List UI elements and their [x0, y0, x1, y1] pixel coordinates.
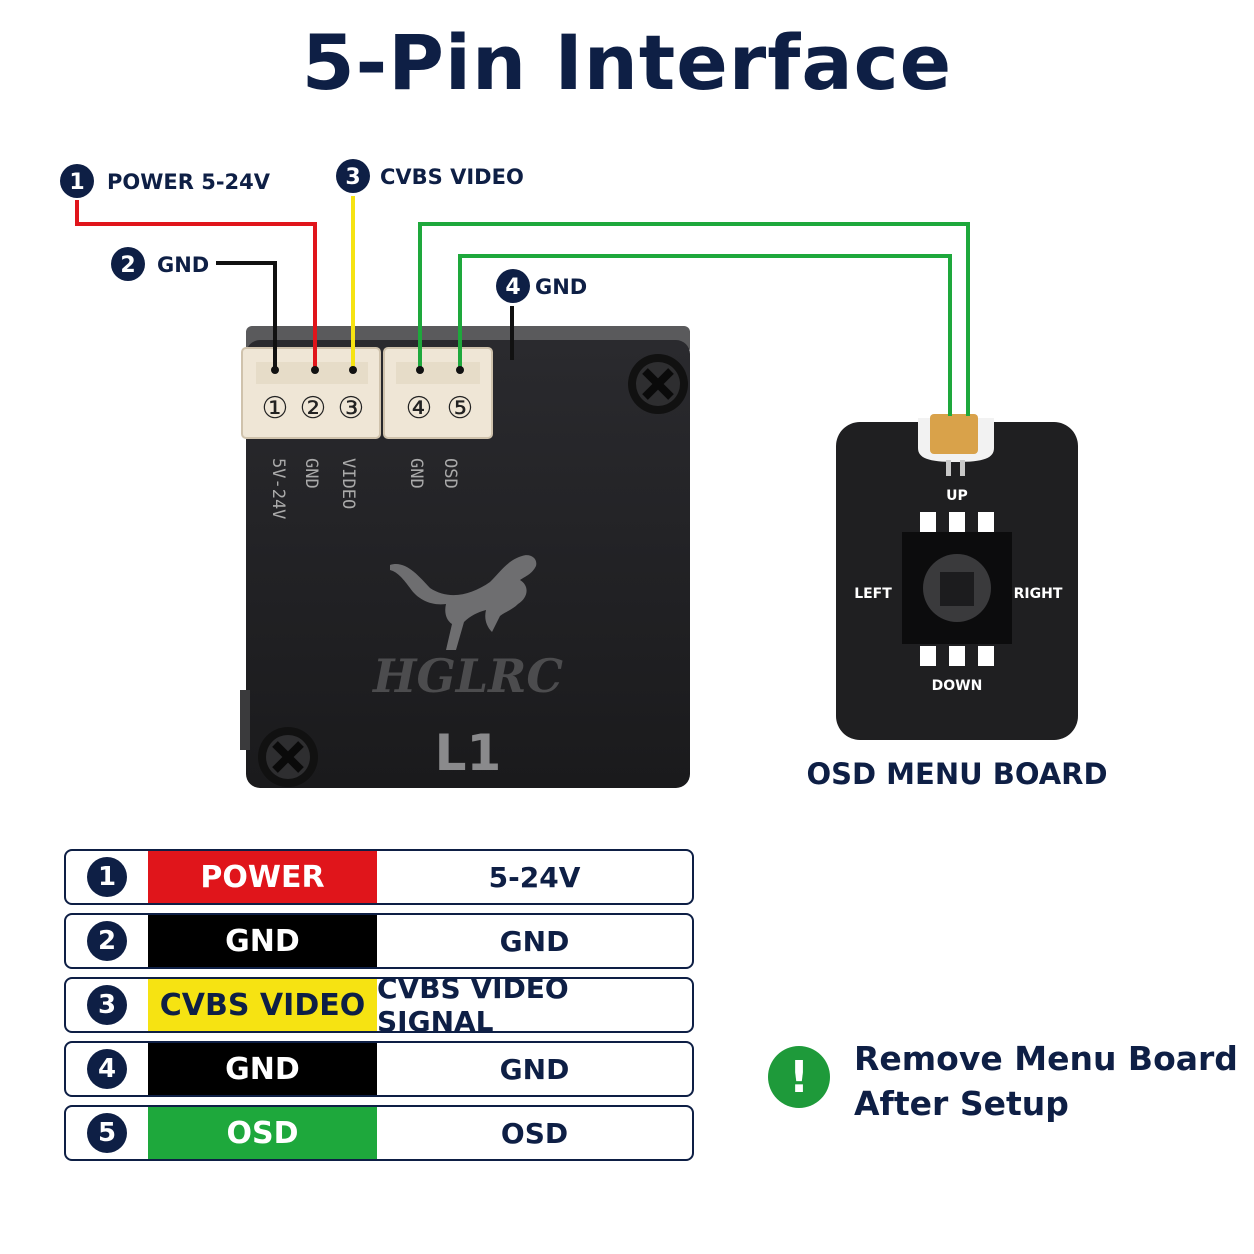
row-5-number: 5	[87, 1113, 127, 1153]
connector-number-3: ③	[338, 391, 365, 426]
callout-4: 4 GND	[496, 269, 587, 303]
pin-table-row-3: 3 CVBS VIDEO CVBS VIDEO SIGNAL	[64, 977, 694, 1033]
callout-2-label: GND	[157, 253, 209, 277]
pin-label-5: OSD	[440, 458, 460, 489]
pin-label-2: GND	[301, 458, 321, 489]
dinosaur-logo-icon	[390, 555, 537, 650]
callout-2-number: 2	[120, 253, 135, 278]
pin-table-row-2: 2 GND GND	[64, 913, 694, 969]
osd-left-label: LEFT	[854, 586, 892, 602]
row-2-name: GND	[148, 915, 377, 967]
module-body	[246, 340, 690, 788]
row-2-number: 2	[87, 921, 127, 961]
row-1-number: 1	[87, 857, 127, 897]
callout-1-label: POWER 5-24V	[107, 170, 271, 194]
screw-top-right-icon	[628, 354, 688, 414]
setup-notice: ! Remove Menu Board After Setup	[768, 1036, 1238, 1136]
connector-number-1: ①	[262, 391, 289, 426]
osd-menu-board: UP DOWN LEFT RIGHT OSD MENU BOARD	[806, 414, 1108, 791]
screw-bottom-left-icon	[258, 727, 318, 787]
wires	[75, 196, 970, 416]
callout-1-number: 1	[69, 170, 84, 195]
row-1-value: 5-24V	[488, 860, 581, 894]
row-3-number: 3	[87, 985, 127, 1025]
row-4-number: 4	[87, 1049, 127, 1089]
row-5-name: OSD	[148, 1107, 377, 1159]
wire-osd-outer	[418, 222, 970, 416]
pin-table-row-5: 5 OSD OSD	[64, 1105, 694, 1161]
osd-connector	[930, 414, 978, 454]
callout-3-label: CVBS VIDEO	[380, 165, 524, 189]
callout-1: 1 POWER 5-24V	[60, 164, 271, 198]
row-1-name: POWER	[148, 851, 377, 903]
row-4-value: GND	[499, 1052, 570, 1086]
pin-table-row-4: 4 GND GND	[64, 1041, 694, 1097]
pin-label-3: VIDEO	[338, 458, 358, 509]
pin-label-4: GND	[406, 458, 426, 489]
pin-label-1: 5V-24V	[268, 458, 288, 519]
callout-3: 3 CVBS VIDEO	[336, 159, 524, 193]
row-3-value: CVBS VIDEO SIGNAL	[377, 977, 569, 1033]
osd-right-label: RIGHT	[1014, 586, 1063, 602]
notice-line-2: After Setup	[854, 1084, 1069, 1123]
camera-module: ① ② ③ ④ ⑤ 5V-24V GND VIDEO GND OSD HGLRC…	[240, 326, 690, 788]
row-2-value: GND	[499, 924, 570, 958]
wire-gnd-1	[216, 261, 277, 370]
callout-3-number: 3	[345, 165, 360, 190]
pin-table-row-1: 1 POWER 5-24V	[64, 849, 694, 905]
row-5-value: OSD	[500, 1116, 569, 1150]
model-label: L1	[435, 724, 502, 782]
callout-2: 2 GND	[111, 247, 209, 281]
osd-board-caption: OSD MENU BOARD	[806, 757, 1107, 791]
notice-line-1: Remove Menu Board	[854, 1039, 1238, 1078]
connector-number-5: ⑤	[447, 391, 474, 426]
connector-4-5	[383, 347, 493, 439]
row-4-name: GND	[148, 1043, 377, 1095]
page-title: 5-Pin Interface	[301, 18, 953, 107]
row-3-name: CVBS VIDEO	[148, 979, 377, 1031]
connector-number-2: ②	[300, 391, 327, 426]
callout-4-number: 4	[505, 275, 520, 300]
exclamation-icon: !	[768, 1046, 830, 1108]
wire-osd-inner	[458, 254, 952, 416]
osd-down-label: DOWN	[932, 678, 983, 694]
callout-4-label: GND	[535, 275, 587, 299]
wire-power	[75, 200, 317, 370]
connector-number-4: ④	[406, 391, 433, 426]
brand-logo: HGLRC	[371, 649, 563, 703]
osd-up-label: UP	[946, 488, 968, 504]
